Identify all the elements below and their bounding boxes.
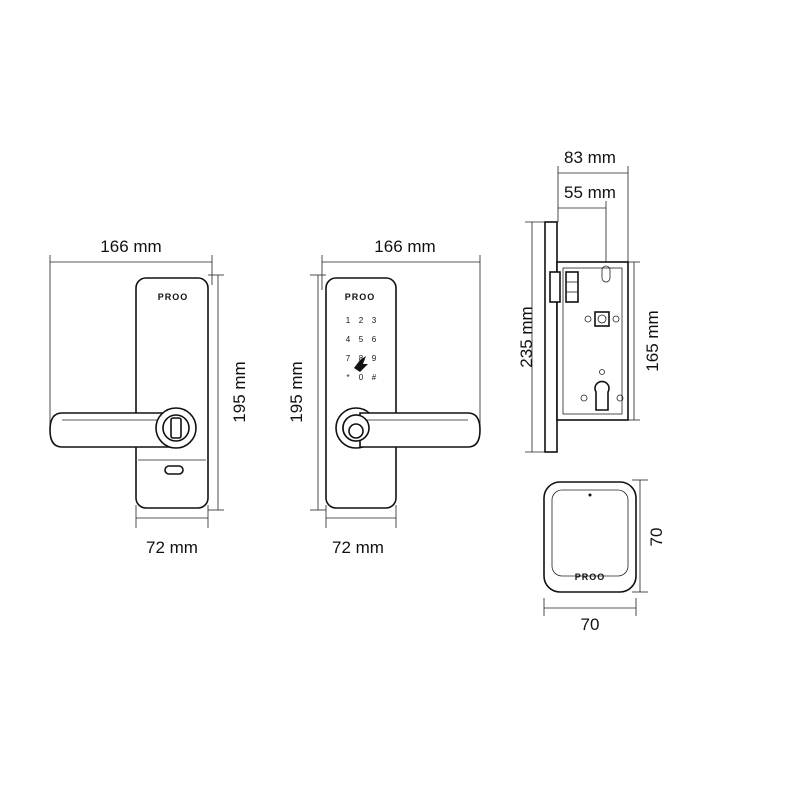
back-view-height-dimension: 195 mm <box>208 274 249 511</box>
latch-block <box>565 271 579 303</box>
key-9: 9 <box>372 354 377 363</box>
key-7: 7 <box>346 354 351 363</box>
cylinder-hole <box>594 380 610 411</box>
mortise-slot <box>601 265 611 283</box>
front-view-plate-width-dimension: 72 mm <box>325 505 397 557</box>
gateway-led <box>588 493 592 497</box>
key-1: 1 <box>346 316 351 325</box>
front-view-width-dimension: 166 mm <box>321 237 481 425</box>
front-plate-brand: PROO <box>345 292 376 302</box>
emergency-key-slot <box>164 465 184 475</box>
gateway-view: 70 70 PROO <box>543 479 666 634</box>
key-3: 3 <box>372 316 377 325</box>
back-view-plate-width-dimension: 72 mm <box>135 505 209 557</box>
mortise-depth-label: 83 mm <box>564 148 616 167</box>
back-handle <box>49 412 173 448</box>
gateway-height-label: 70 <box>647 528 666 547</box>
screw-hole-bottom-left <box>580 394 588 402</box>
gateway-brand: PROO <box>575 572 606 582</box>
key-6: 6 <box>372 335 377 344</box>
key-2: 2 <box>359 316 364 325</box>
latch-bolt <box>549 271 561 303</box>
front-view-height-dimension: 195 mm <box>287 274 326 511</box>
case-height-dimension: 165 mm <box>628 261 662 421</box>
gateway-face <box>551 489 629 577</box>
key-0: 0 <box>359 373 364 382</box>
front-view-plate-width-label: 72 mm <box>332 538 384 557</box>
back-plate-brand: PROO <box>158 292 189 302</box>
gateway-height-dimension: 70 <box>632 479 666 593</box>
screw-hole-right <box>612 315 620 323</box>
key-hash: # <box>372 373 377 382</box>
keypad: 1 2 3 4 5 6 7 8 9 * 0 # <box>346 316 377 382</box>
mortise-case-inner <box>562 267 623 415</box>
mortise-view: 83 mm 55 mm 235 mm 165 mm <box>517 148 662 453</box>
front-plate <box>325 277 397 509</box>
faceplate-height-label: 235 mm <box>517 306 536 367</box>
gateway-width-dimension: 70 <box>543 598 637 634</box>
faceplate-height-dimension: 235 mm <box>517 221 545 453</box>
key-5: 5 <box>359 335 364 344</box>
screw-hole-bottom-right <box>616 394 624 402</box>
gateway-width-label: 70 <box>581 615 600 634</box>
case-height-label: 165 mm <box>643 310 662 371</box>
spindle-hub <box>594 311 610 327</box>
thumb-turn <box>170 417 182 439</box>
mortise-depth-dimension: 83 mm <box>557 148 629 262</box>
key-8: 8 <box>359 354 364 363</box>
front-handle <box>359 412 481 448</box>
back-view: 166 mm 195 mm 72 mm PROO <box>49 237 249 557</box>
gateway-body <box>543 481 637 593</box>
key-4: 4 <box>346 335 351 344</box>
front-view-height-label: 195 mm <box>287 361 306 422</box>
front-view: 166 mm 195 mm 72 mm PROO 1 2 3 4 5 6 7 8… <box>287 237 481 557</box>
screw-hole-left <box>584 315 592 323</box>
key-star: * <box>346 373 349 382</box>
back-view-width-label: 166 mm <box>100 237 161 256</box>
front-view-width-label: 166 mm <box>374 237 435 256</box>
mortise-faceplate <box>544 221 558 453</box>
back-view-height-label: 195 mm <box>230 361 249 422</box>
back-view-plate-width-label: 72 mm <box>146 538 198 557</box>
back-view-width-dimension: 166 mm <box>49 237 213 425</box>
fingerprint-icon <box>354 356 368 372</box>
mortise-backset-dimension: 55 mm <box>558 183 616 265</box>
mortise-backset-label: 55 mm <box>564 183 616 202</box>
back-plate <box>135 277 209 509</box>
